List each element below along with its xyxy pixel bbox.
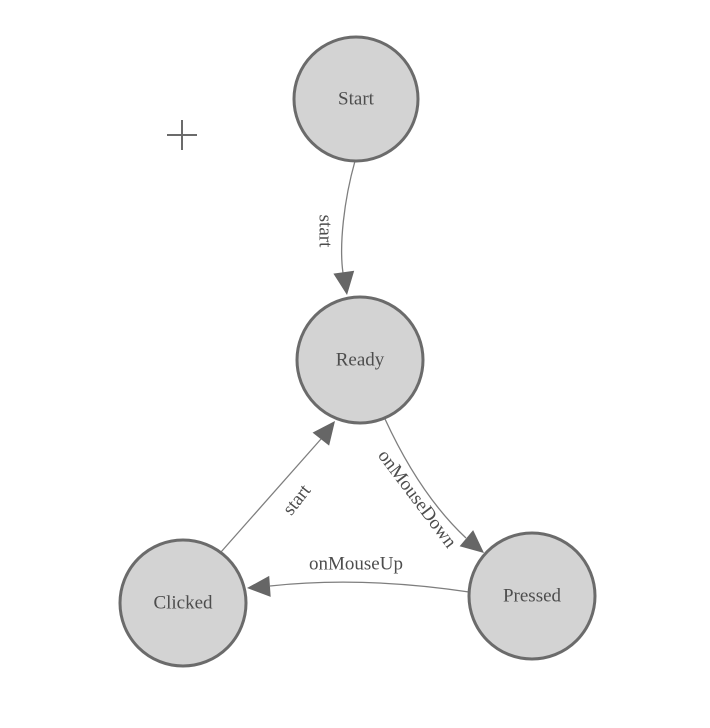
- state-circle-pressed[interactable]: [467, 531, 597, 661]
- crosshair-cursor-icon: [167, 120, 197, 150]
- transition-edge-ready-to-pressed[interactable]: [384, 418, 467, 539]
- transition-label-pressed-to-clicked: onMouseUp: [309, 554, 403, 575]
- transition-label-clicked-to-ready: start: [279, 480, 316, 519]
- transition-label-ready-to-pressed: onMouseDown: [373, 446, 461, 553]
- transition-label-start-to-ready: start: [315, 215, 336, 248]
- arrowhead-icon: [247, 575, 271, 597]
- arrowhead-icon: [312, 421, 335, 446]
- state-circle-ready[interactable]: [295, 295, 425, 425]
- state-label-start: Start: [338, 89, 375, 110]
- state-label-ready: Ready: [336, 350, 385, 371]
- state-label-clicked: Clicked: [153, 593, 213, 614]
- arrowhead-icon: [333, 270, 355, 295]
- transition-edge-start-to-ready[interactable]: [341, 160, 356, 274]
- transition-edge-clicked-to-ready[interactable]: [220, 438, 322, 553]
- transition-edge-pressed-to-clicked[interactable]: [269, 581, 470, 593]
- arrowhead-icon: [459, 530, 484, 553]
- state-label-pressed: Pressed: [503, 586, 562, 607]
- state-circle-clicked[interactable]: [118, 538, 248, 668]
- state-circle-start[interactable]: [292, 35, 420, 163]
